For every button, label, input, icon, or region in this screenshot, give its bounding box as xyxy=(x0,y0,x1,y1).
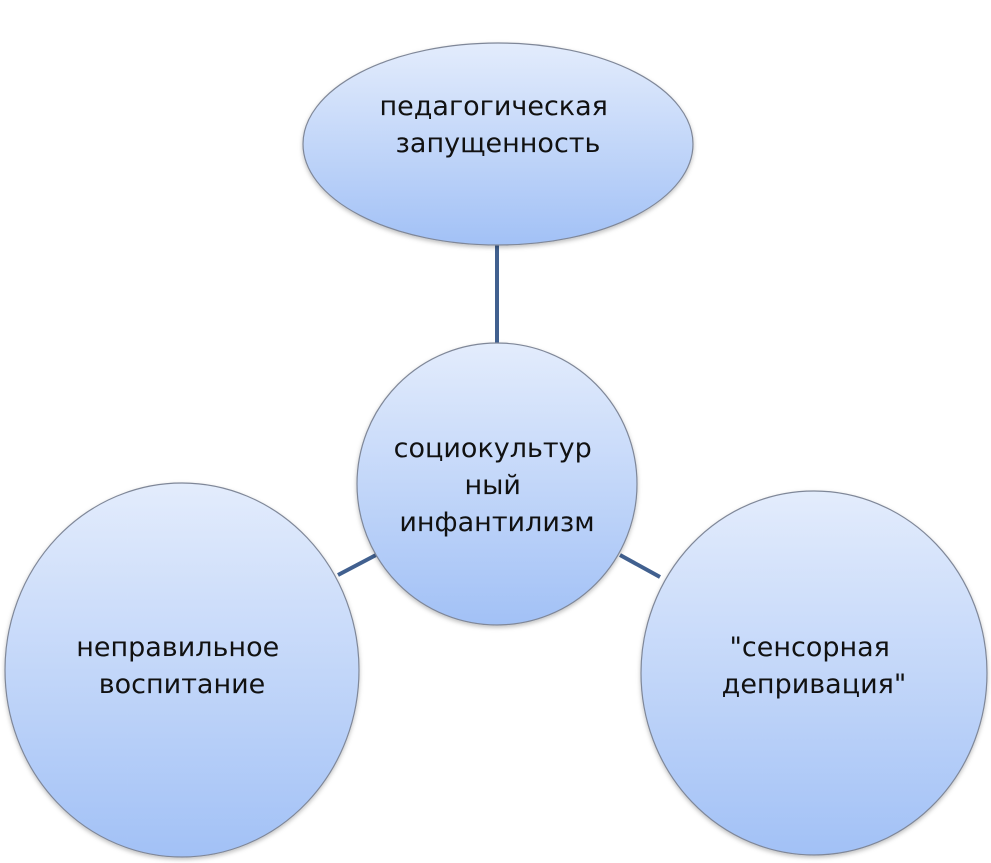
node-right-line-2: депривация" xyxy=(722,669,907,700)
svg-text:педагогическая запущенно: педагогическая запущенность xyxy=(379,91,616,159)
node-left-line-2: воспитание xyxy=(99,669,266,700)
svg-text:социокультур ный и: социокультур ный инфантилизм xyxy=(394,433,601,538)
node-top-line-1: педагогическая xyxy=(379,91,607,122)
svg-text:неправильное воспитание: неправильное воспитание xyxy=(76,632,288,700)
node-center-line-3: инфантилизм xyxy=(399,507,594,538)
node-pedagogical-neglect: педагогическая запущенность xyxy=(302,42,694,246)
node-right-line-1: "сенсорная xyxy=(729,632,889,663)
node-left-line-1: неправильное xyxy=(76,632,279,663)
node-center-line-2: ный xyxy=(464,470,521,501)
node-improper-upbringing: неправильное воспитание xyxy=(4,482,360,858)
svg-text:"сенсорная депривация": "сенсорная депривация" xyxy=(722,632,907,700)
connector-left xyxy=(337,553,377,577)
node-top-line-2: запущенность xyxy=(396,128,601,159)
node-sensory-deprivation: "сенсорная депривация" xyxy=(640,490,988,856)
connector-right xyxy=(619,553,661,579)
node-sociocultural-infantilism: социокультур ный инфантилизм xyxy=(356,342,638,626)
node-center-line-1: социокультур xyxy=(394,433,592,464)
